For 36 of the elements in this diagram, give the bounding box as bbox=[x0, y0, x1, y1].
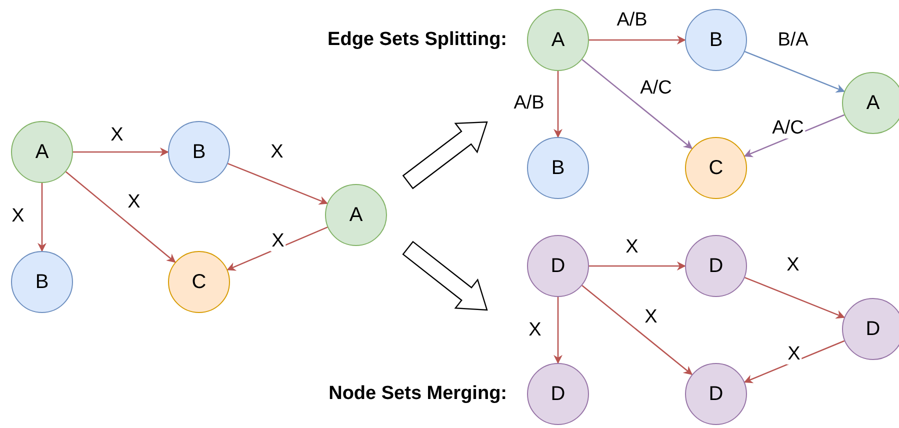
node-label: B bbox=[551, 156, 565, 180]
arrow bbox=[582, 285, 693, 376]
edge-label: X bbox=[786, 344, 802, 364]
graph-node-circle bbox=[842, 72, 899, 134]
node-label: A bbox=[35, 140, 49, 164]
arrow bbox=[228, 162, 328, 205]
node-label: D bbox=[550, 254, 566, 278]
arrow bbox=[554, 297, 562, 364]
arrow bbox=[73, 148, 169, 156]
arrow bbox=[582, 59, 693, 150]
node-label: C bbox=[708, 156, 724, 180]
node-label: B bbox=[35, 270, 49, 294]
arrow bbox=[65, 171, 176, 263]
node-label: B bbox=[192, 140, 206, 164]
arrow bbox=[744, 340, 845, 384]
arrow bbox=[226, 226, 328, 271]
node-label: D bbox=[550, 382, 566, 406]
arrow bbox=[744, 50, 846, 93]
edge-label: X bbox=[270, 230, 286, 252]
node-label: B bbox=[709, 28, 723, 52]
arrow bbox=[589, 36, 686, 44]
node-label: C bbox=[192, 270, 206, 294]
arrow bbox=[554, 71, 562, 138]
arrow bbox=[744, 276, 846, 319]
node-label: A bbox=[551, 28, 565, 52]
graph-node-circle bbox=[842, 298, 899, 360]
node-label: D bbox=[866, 318, 880, 340]
node-label: D bbox=[708, 382, 724, 406]
section-heading: Node Sets Merging: bbox=[328, 383, 507, 405]
node-label: A bbox=[349, 204, 363, 226]
node-label: A bbox=[866, 92, 880, 114]
node-label: D bbox=[708, 254, 724, 278]
arrow bbox=[38, 183, 46, 252]
edge-label: A/C bbox=[771, 118, 805, 138]
section-heading: Edge Sets Splitting: bbox=[328, 29, 507, 51]
arrow bbox=[589, 262, 686, 270]
